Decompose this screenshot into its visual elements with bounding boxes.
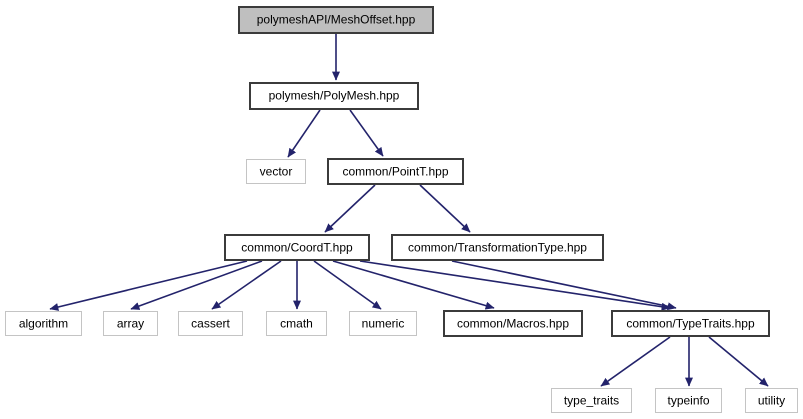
node-pointt[interactable]: common/PointT.hpp [327, 158, 464, 185]
node-meshoffset: polymeshAPI/MeshOffset.hpp [238, 6, 434, 34]
edge-typetraits-to-utility [708, 336, 769, 387]
node-label: polymeshAPI/MeshOffset.hpp [256, 12, 416, 27]
edge-pointt-to-transformationtype [419, 184, 471, 233]
node-label: common/PointT.hpp [342, 164, 449, 178]
node-label: array [116, 316, 145, 330]
edge-coordt-to-numeric [313, 260, 382, 310]
node-polymesh[interactable]: polymesh/PolyMesh.hpp [249, 82, 419, 110]
node-typeinfo[interactable]: typeinfo [655, 388, 722, 413]
node-label: common/CoordT.hpp [241, 240, 353, 254]
node-label: utility [757, 393, 786, 407]
edge-polymesh-to-vector [287, 109, 321, 158]
node-coordt[interactable]: common/CoordT.hpp [224, 234, 370, 261]
edge-coordt-to-algorithm [49, 260, 248, 311]
node-label: algorithm [18, 316, 69, 330]
node-label: common/TransformationType.hpp [408, 240, 587, 254]
node-label: cassert [191, 316, 230, 330]
node-utility[interactable]: utility [745, 388, 798, 413]
edge-coordt-to-cassert [211, 260, 282, 310]
node-numeric[interactable]: numeric [349, 311, 417, 336]
node-label: common/TypeTraits.hpp [626, 316, 755, 330]
node-label: type_traits [563, 393, 620, 407]
node-label: numeric [361, 316, 405, 330]
node-typetraits[interactable]: common/TypeTraits.hpp [611, 310, 770, 337]
node-type_traits[interactable]: type_traits [551, 388, 632, 413]
edge-coordt-to-typetraits [359, 260, 671, 311]
node-cmath[interactable]: cmath [266, 311, 327, 336]
edge-typetraits-to-type_traits [600, 336, 671, 387]
node-array[interactable]: array [103, 311, 158, 336]
node-transformationtype[interactable]: common/TransformationType.hpp [391, 234, 604, 261]
node-label: cmath [280, 316, 313, 330]
node-label: polymesh/PolyMesh.hpp [268, 88, 400, 103]
edge-coordt-to-macros [332, 260, 495, 310]
edge-pointt-to-coordt [324, 184, 376, 233]
node-macros[interactable]: common/Macros.hpp [443, 310, 583, 337]
node-cassert[interactable]: cassert [178, 311, 243, 336]
edge-transformationtype-to-typetraits [451, 260, 677, 311]
node-label: common/Macros.hpp [456, 316, 570, 330]
node-vector[interactable]: vector [246, 159, 306, 184]
node-algorithm[interactable]: algorithm [5, 311, 82, 336]
node-label: vector [259, 164, 293, 178]
edge-coordt-to-array [130, 260, 263, 310]
node-label: typeinfo [667, 393, 710, 407]
edge-polymesh-to-pointt [349, 109, 384, 157]
